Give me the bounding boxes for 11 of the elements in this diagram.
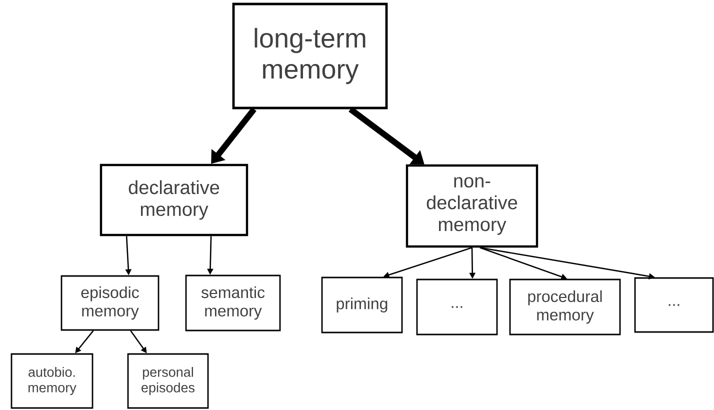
memory-box: semantic memory (185, 274, 281, 332)
memory-box: personal episodes (127, 353, 209, 409)
memory-box: priming (321, 276, 403, 334)
memory-box: non-declarative memory (406, 164, 538, 248)
memory-box: procedural memory (509, 278, 621, 336)
memory-box: episodic memory (60, 275, 160, 331)
memory-box: declarative memory (100, 164, 248, 236)
memory-box: ... (634, 277, 714, 333)
memory-box: long-term memory (232, 2, 388, 110)
memory-box: autobio. memory (10, 353, 94, 409)
memory-box: ... (416, 278, 498, 336)
